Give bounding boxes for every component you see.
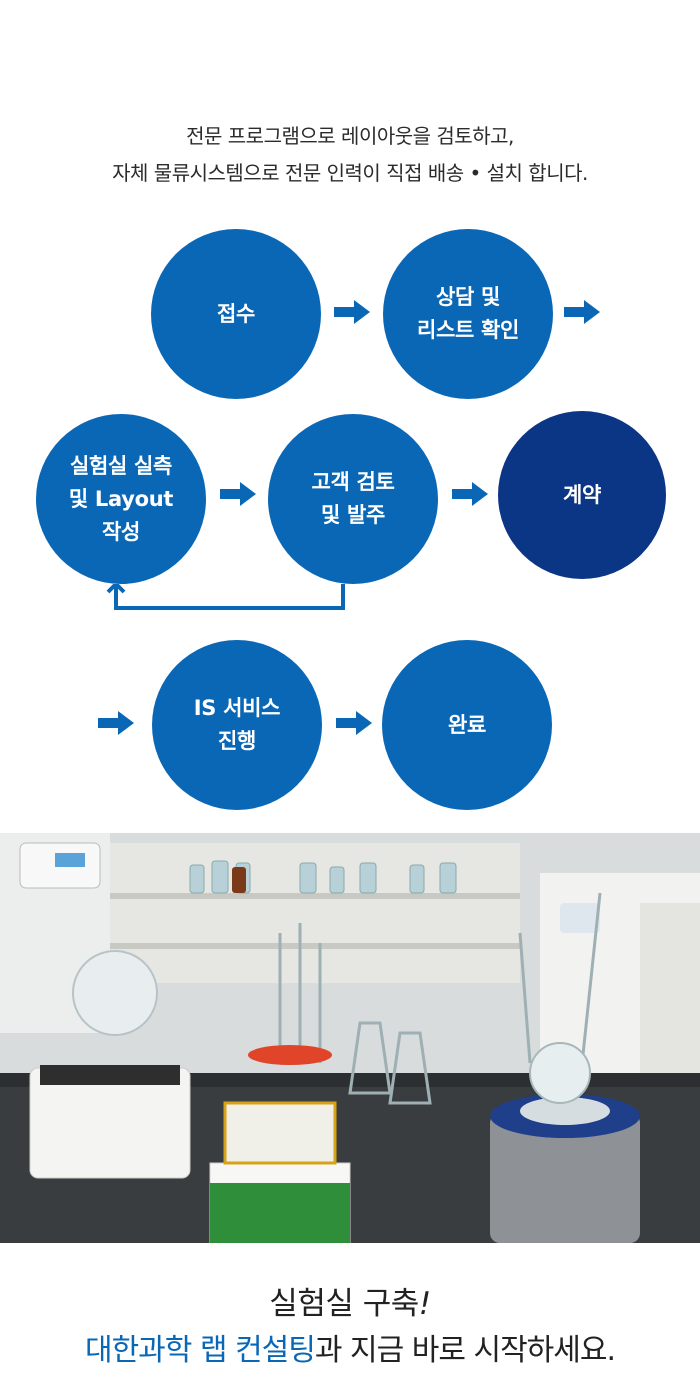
brand-consulting-name: 대한과학 랩 컨설팅 [84,1333,316,1368]
step-is-service: IS 서비스 진행 [152,640,322,810]
step-reception-label: 접수 [216,301,256,326]
step-reception: 접수 [151,229,321,399]
arrow-right-icon [452,482,488,506]
step-contract: 계약 [498,411,666,579]
intro-line-2: 자체 물류시스템으로 전문 인력이 직접 배송 • 설치 합니다. [112,161,588,185]
step-contract-label: 계약 [562,482,602,507]
step-is-service-label: IS 서비스 진행 [193,696,281,753]
closing-headline: 실험실 구축! [0,1278,700,1323]
step-consulting: 상담 및 리스트 확인 [383,229,553,399]
closing-headline-main: 실험실 구축 [269,1286,419,1322]
step-complete-label: 완료 [447,712,487,737]
arrow-right-icon [220,482,256,506]
laboratory-photo [0,833,700,1243]
closing-subline-rest: 과 지금 바로 시작하세요. [314,1333,616,1368]
step-complete: 완료 [382,640,552,810]
closing-headline-mark: ! [418,1286,431,1322]
arrow-right-icon [334,300,370,324]
step-review: 고객 검토 및 발주 [268,414,438,584]
return-arrow-icon [106,584,345,610]
closing-subline: 대한과학 랩 컨설팅과 지금 바로 시작하세요. [0,1325,700,1369]
step-measurement: 실험실 실측 및 Layout 작성 [36,414,206,584]
arrow-right-icon [336,711,372,735]
arrow-right-icon [564,300,600,324]
step-review-label: 고객 검토 및 발주 [311,470,395,527]
step-consulting-label: 상담 및 리스트 확인 [416,285,520,342]
intro-text: 전문 프로그램으로 레이아웃을 검토하고, 자체 물류시스템으로 전문 인력이 … [0,118,700,192]
arrow-right-icon [98,711,134,735]
intro-line-1: 전문 프로그램으로 레이아웃을 검토하고, [186,124,514,148]
step-measurement-label: 실험실 실측 및 Layout 작성 [68,453,174,544]
